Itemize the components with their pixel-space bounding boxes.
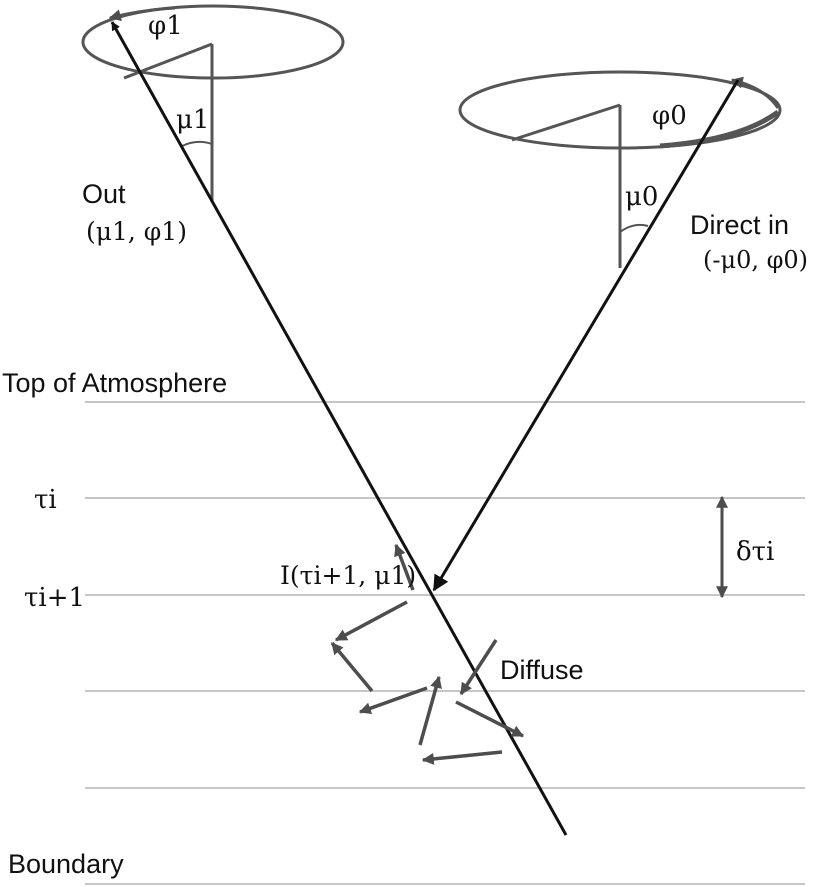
scatter-arrow-1 bbox=[334, 600, 408, 642]
scatter-arrow-4 bbox=[418, 675, 442, 746]
tau-i1-label: τi+1 bbox=[24, 583, 85, 613]
intensity-label: I(τi+1, μ1) bbox=[280, 561, 416, 590]
mu1-angle-arc bbox=[181, 140, 213, 147]
out-radial-line bbox=[123, 42, 213, 80]
direct-in-coords-label: (-μ0, φ0) bbox=[703, 246, 808, 274]
delta-tau-label: δτi bbox=[736, 537, 774, 567]
boundary-label: Boundary bbox=[8, 849, 124, 879]
out-label: Out bbox=[82, 179, 126, 209]
diffuse-scatter-arrows bbox=[330, 543, 525, 765]
intensity-up-arrow bbox=[394, 543, 415, 591]
phi0-label: φ0 bbox=[652, 101, 687, 131]
scatter-arrow-6 bbox=[455, 700, 525, 738]
out-coords-label: (μ1, φ1) bbox=[86, 217, 187, 246]
direct-in-ray bbox=[432, 79, 740, 592]
scatter-arrow-5 bbox=[421, 750, 503, 765]
scatter-arrow-2 bbox=[330, 641, 374, 693]
in-azimuth-thick-rim bbox=[659, 109, 780, 149]
phi1-label: φ1 bbox=[148, 11, 183, 41]
in-radial-line bbox=[511, 103, 621, 142]
tau-i-label: τi bbox=[34, 485, 57, 515]
scatter-arrow-3 bbox=[358, 686, 428, 715]
out-ray bbox=[110, 21, 568, 836]
outgoing-direction-geometry bbox=[81, 4, 345, 202]
mu0-label: μ0 bbox=[625, 182, 658, 212]
mu0-angle-arc bbox=[619, 223, 649, 233]
diffuse-in-arrow bbox=[459, 639, 498, 696]
diffuse-label: Diffuse bbox=[500, 655, 584, 685]
out-azimuth-arrow bbox=[108, 6, 176, 22]
layer-lines bbox=[85, 401, 805, 885]
top-of-atmosphere-label: Top of Atmosphere bbox=[2, 368, 227, 398]
direct-in-label: Direct in bbox=[690, 210, 789, 240]
mu1-label: μ1 bbox=[176, 105, 209, 135]
